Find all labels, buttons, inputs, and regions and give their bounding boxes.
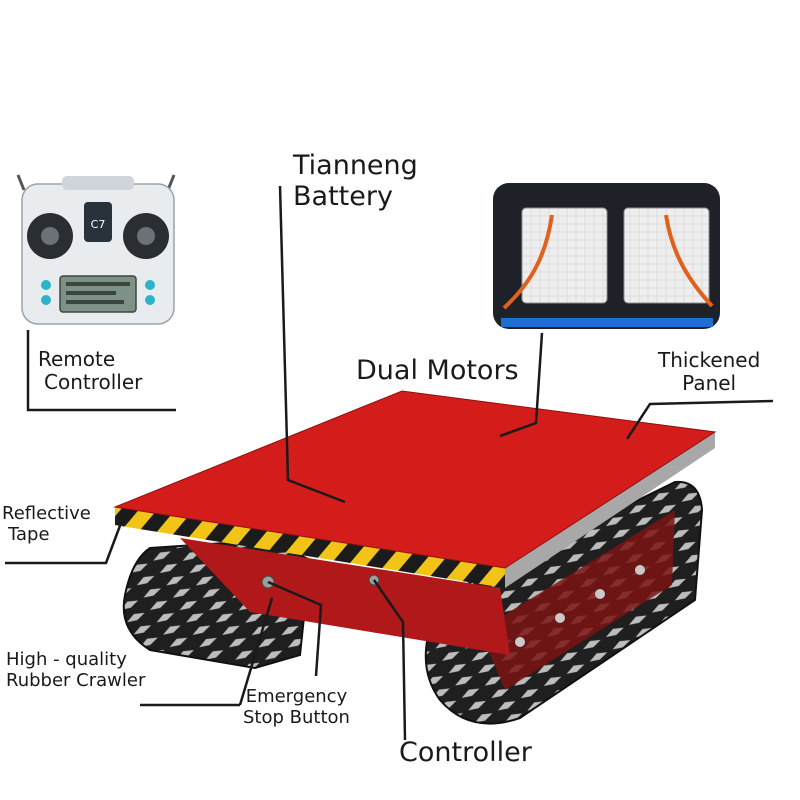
leader-reflective-tape	[5, 514, 126, 565]
left-joystick-icon	[41, 227, 59, 245]
remote-model-text: C7	[91, 218, 106, 231]
leader-dual-motors	[499, 332, 544, 438]
battery-label: Tianneng Battery	[293, 150, 418, 212]
rubber-crawler-label-line2: Rubber Crawler	[6, 669, 146, 691]
lcd-line	[66, 300, 124, 304]
emergency-stop-label-line1: Emergency	[245, 686, 348, 707]
track-bolt-icon	[555, 613, 565, 623]
right-track-frame	[480, 510, 675, 690]
remote-button-icon	[41, 280, 51, 290]
reflective-tape-label-line2: Tape	[8, 523, 50, 545]
remote-controller-label-line1: Remote	[38, 347, 116, 371]
chassis-body	[180, 538, 510, 655]
leader-thickened-panel	[625, 399, 774, 440]
rubber-crawler-label-line1: High - quality	[6, 649, 127, 670]
remote-button-icon	[145, 295, 155, 305]
track-bolt-icon	[635, 565, 645, 575]
remote-antenna-left	[16, 174, 26, 191]
reflective-tape-label: Reflective Tape	[2, 503, 91, 545]
remote-top-handle	[62, 176, 134, 190]
leader-remote-controller	[26, 330, 176, 412]
leader-lines	[5, 185, 774, 741]
reflective-tape-strip	[115, 507, 505, 588]
remote-controller-image: C7	[16, 174, 176, 325]
emergency-stop-label-line2: Stop Button	[243, 706, 350, 728]
leader-battery	[278, 185, 346, 504]
remote-button-icon	[145, 280, 155, 290]
track-bolt-icon	[595, 589, 605, 599]
motor-tray	[501, 318, 713, 327]
motor-cable-right	[664, 214, 714, 308]
leader-controller	[372, 579, 407, 741]
leader-emergency-stop	[267, 580, 323, 677]
right-joystick-icon	[137, 227, 155, 245]
reflective-tape-label-line1: Reflective	[2, 503, 91, 524]
dual-motors-label: Dual Motors	[356, 355, 519, 386]
remote-controller-label-line2: Controller	[44, 370, 143, 394]
leader-rubber-crawler	[238, 597, 274, 706]
emergency-stop-label: Emergency Stop Button	[243, 686, 350, 728]
panel-edge-metal	[505, 432, 715, 588]
remote-controller-label: Remote Controller	[38, 348, 142, 394]
track-bolt-icon	[515, 637, 525, 647]
thickened-panel-top	[113, 390, 717, 569]
thickened-panel-label-line1: Thickened	[658, 348, 761, 372]
crawler-robot-image	[113, 390, 717, 725]
battery-label-line1: Tianneng	[293, 150, 418, 181]
motor-right	[623, 207, 710, 304]
motors-inset-image	[493, 183, 720, 329]
remote-button-icon	[41, 295, 51, 305]
motor-cable-left	[502, 214, 554, 310]
lcd-line	[66, 282, 130, 286]
lcd-line	[66, 291, 116, 295]
remote-model-display	[84, 202, 112, 242]
motor-left	[521, 207, 608, 304]
rubber-crawler-label: High - quality Rubber Crawler	[6, 649, 146, 691]
controller-label: Controller	[399, 737, 532, 768]
thickened-panel-label: Thickened Panel	[658, 349, 760, 395]
thickened-panel-label-line2: Panel	[682, 371, 737, 395]
battery-label-line2: Battery	[293, 181, 393, 213]
